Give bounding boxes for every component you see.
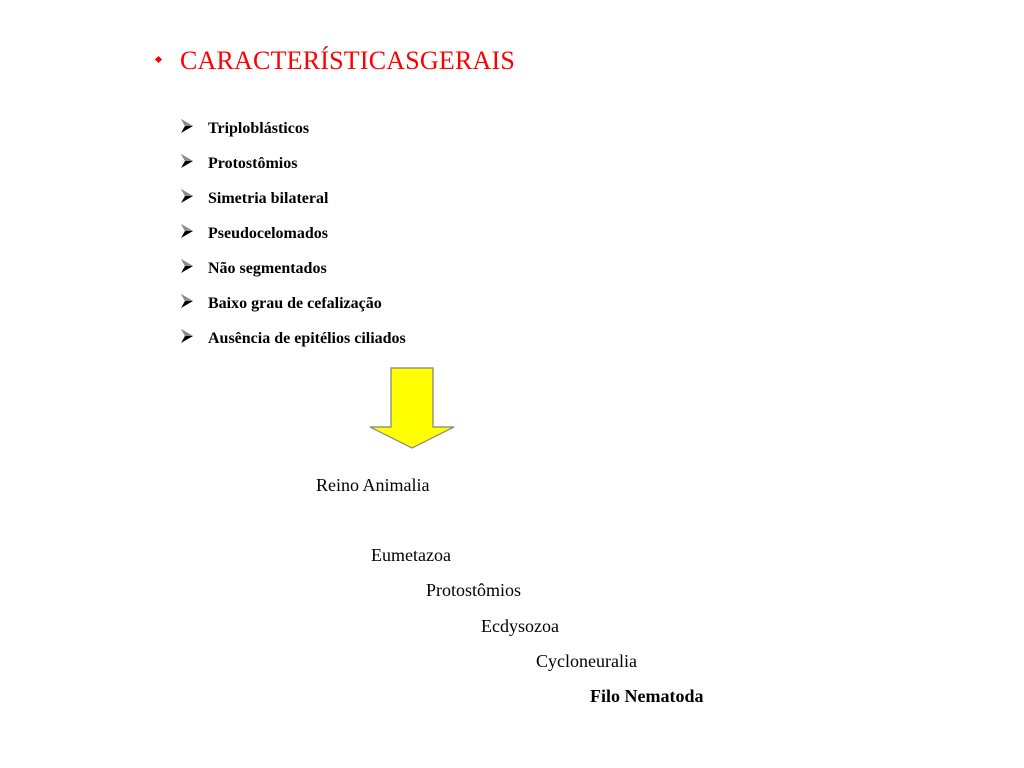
list-item: Ausência de epitélios ciliados <box>181 321 406 356</box>
feature-label: Protostômios <box>208 154 298 172</box>
arrowhead-bullet-icon <box>181 293 193 308</box>
taxon-reino: Reino Animalia <box>316 475 430 495</box>
feature-label: Simetria bilateral <box>208 189 329 207</box>
arrowhead-bullet-icon <box>181 258 193 273</box>
features-list: Triploblásticos Protostômios Simetria bi… <box>181 111 406 356</box>
slide-heading: CARACTERÍSTICASGERAIS <box>152 43 515 79</box>
list-item: Pseudocelomados <box>181 216 406 251</box>
feature-label: Não segmentados <box>208 259 327 277</box>
taxon-eumetazoa: Eumetazoa <box>371 545 451 565</box>
arrowhead-bullet-icon <box>181 188 193 203</box>
feature-label: Baixo grau de cefalização <box>208 294 382 312</box>
arrowhead-bullet-icon <box>181 328 193 343</box>
arrowhead-bullet-icon <box>181 118 193 133</box>
list-item: Não segmentados <box>181 251 406 286</box>
feature-label: Ausência de epitélios ciliados <box>208 329 406 347</box>
arrowhead-bullet-icon <box>181 153 193 168</box>
taxon-filo-nematoda: Filo Nematoda <box>590 686 704 706</box>
taxon-cycloneuralia: Cycloneuralia <box>536 651 637 671</box>
diamond-bullet-icon <box>154 55 163 63</box>
heading-text: CARACTERÍSTICASGERAIS <box>180 46 516 75</box>
taxon-protostomios: Protostômios <box>426 580 522 600</box>
arrowhead-bullet-icon <box>181 223 193 238</box>
taxon-ecdysozoa: Ecdysozoa <box>481 616 559 636</box>
list-item: Triploblásticos <box>181 111 406 146</box>
list-item: Protostômios <box>181 146 406 181</box>
down-arrow-icon <box>369 367 455 449</box>
list-item: Simetria bilateral <box>181 181 406 216</box>
list-item: Baixo grau de cefalização <box>181 286 406 321</box>
feature-label: Pseudocelomados <box>208 224 328 242</box>
feature-label: Triploblásticos <box>208 119 310 137</box>
